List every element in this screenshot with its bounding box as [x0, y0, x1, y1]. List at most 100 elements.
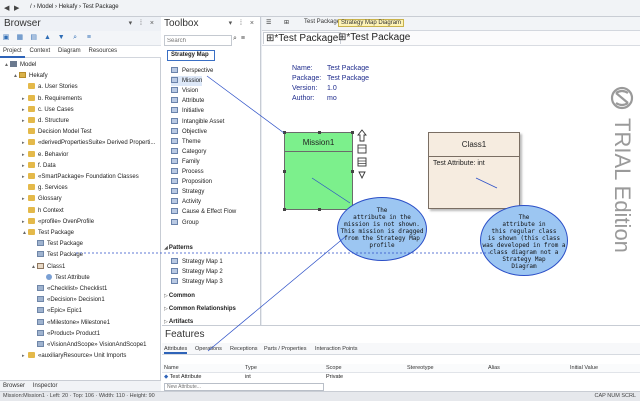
tree-item[interactable]: ▸«derivedPropertiesSuite» Derived Proper… [22, 138, 155, 148]
column-scope[interactable]: Scope [326, 365, 342, 371]
expand-toggle-icon[interactable]: ▲ [4, 62, 9, 68]
section-common[interactable]: ▷Common [164, 293, 195, 299]
resize-handle[interactable] [351, 170, 354, 173]
column-alias[interactable]: Alias [488, 365, 500, 371]
expand-toggle-icon[interactable]: ▸ [22, 174, 25, 180]
section-artifacts[interactable]: ▷Artifacts [164, 319, 194, 325]
tab-resources[interactable]: Resources [88, 48, 118, 54]
diagram-canvas[interactable]: Name:Test Package Package:Test Package V… [262, 46, 640, 325]
tree-item[interactable]: ▸«auxiliaryResource» Unit Imports [22, 351, 126, 361]
back-icon[interactable]: ◀ [4, 5, 10, 12]
expand-toggle-icon[interactable]: ▸ [22, 218, 25, 225]
column-name[interactable]: Name [164, 365, 179, 371]
tree-item[interactable]: ▲Class1 [31, 262, 65, 272]
tree-item[interactable]: ▸«profile» OvenProfile [22, 217, 94, 227]
tree-item[interactable]: Test Package [31, 239, 83, 249]
menu-icon[interactable]: ≡ [86, 34, 91, 41]
section-strategy-map[interactable]: Strategy Map [167, 50, 215, 61]
new-package-icon[interactable]: ▣ [2, 34, 10, 41]
expand-toggle-icon[interactable]: ▲ [22, 230, 27, 236]
tab-interaction-points[interactable]: Interaction Points [315, 346, 358, 352]
tree-item[interactable]: «Checklist» Checklist1 [31, 284, 107, 294]
tree-item[interactable]: g. Services [22, 183, 68, 193]
expand-toggle-icon[interactable]: ▸ [22, 95, 25, 102]
breadcrumb-item[interactable]: Hekafy [58, 4, 78, 10]
pattern-item[interactable]: Strategy Map 1 [171, 257, 223, 267]
tree-item[interactable]: ▸b. Requirements [22, 94, 82, 104]
tree-item[interactable]: ▲Test Package [22, 228, 74, 238]
toolbox-item[interactable]: Family [171, 157, 200, 167]
toolbox-item[interactable]: Perspective [171, 66, 213, 76]
toolbox-item[interactable]: Initiative [171, 106, 204, 116]
tree-item[interactable]: ▸d. Structure [22, 116, 69, 126]
tab-attributes[interactable]: Attributes [164, 346, 188, 354]
toolbox-item[interactable]: Theme [171, 137, 201, 147]
column-initial-value[interactable]: Initial Value [570, 365, 599, 371]
tab-diagram[interactable]: Diagram [58, 48, 81, 54]
class-attribute[interactable]: Test Attribute: int [433, 160, 485, 167]
tree-item[interactable]: Test Attribute [40, 273, 90, 283]
tab-test-package-1[interactable]: ⊞*Test Package [263, 32, 342, 44]
breadcrumb-item[interactable]: Test Package [82, 4, 119, 10]
toolbox-item[interactable]: Attribute [171, 96, 204, 106]
tab-project[interactable]: Project [0, 46, 25, 58]
tree-item[interactable]: ▸e. Behavior [22, 150, 68, 160]
tree-item[interactable]: ▲Hekafy [13, 71, 48, 81]
expand-toggle-icon[interactable]: ▸ [22, 118, 25, 124]
tab-operations[interactable]: Operations [195, 346, 222, 352]
quick-linker-icons[interactable] [356, 128, 368, 190]
column-type[interactable]: Type [245, 365, 257, 371]
tree-item[interactable]: ▸Glossary [22, 194, 62, 204]
tab-test-package-2[interactable]: ⊞*Test Package [338, 32, 410, 43]
tree-item[interactable]: ▸c. Use Cases [22, 105, 74, 115]
toolbox-item[interactable]: Intangible Asset [171, 117, 224, 127]
tree-item[interactable]: Test Package [31, 250, 83, 260]
tree-item[interactable]: ▸«SmartPackage» Foundation Classes [22, 172, 139, 182]
toolbox-item[interactable]: Category [171, 147, 206, 157]
menu-icon[interactable]: ≡ [240, 35, 250, 42]
expand-toggle-icon[interactable]: ▸ [22, 151, 25, 158]
class-element[interactable]: Class1 Test Attribute: int [428, 132, 520, 209]
section-common-relationships[interactable]: ▷Common Relationships [164, 306, 236, 312]
list-icon[interactable]: ☰ [266, 20, 272, 26]
tree-item[interactable]: «VisionAndScope» VisionAndScope1 [31, 340, 147, 350]
toolbox-item[interactable]: Activity [171, 197, 201, 207]
toolbox-item[interactable]: Objective [171, 127, 207, 137]
forward-icon[interactable]: ▶ [14, 5, 20, 12]
toolbox-item[interactable]: Strategy [171, 187, 204, 197]
toolbox-item[interactable]: Vision [171, 86, 198, 96]
expand-toggle-icon[interactable]: ▸ [22, 106, 25, 113]
new-element-icon[interactable]: ▤ [30, 34, 37, 41]
mission-element[interactable]: Mission1 [283, 131, 354, 211]
expand-toggle-icon[interactable]: ▲ [13, 73, 18, 80]
move-down-icon[interactable]: ▼ [57, 34, 65, 41]
breadcrumb-item[interactable]: / [30, 4, 32, 10]
expand-toggle-icon[interactable]: ▲ [31, 263, 36, 270]
toolbox-item[interactable]: Mission [171, 76, 203, 87]
breadcrumb-item[interactable]: Model [37, 4, 54, 10]
resize-handle[interactable] [318, 208, 321, 211]
tree-item[interactable]: «Milestone» Milestone1 [31, 318, 110, 328]
search-icon[interactable]: ⌕ [233, 35, 241, 42]
toolbox-item[interactable]: Cause & Effect Flow [171, 207, 236, 217]
toolbox-search-input[interactable] [164, 35, 232, 46]
resize-handle[interactable] [283, 208, 286, 211]
search-icon[interactable]: ⌕ [73, 34, 78, 41]
tab-context[interactable]: Context [29, 48, 51, 54]
tab-parts-properties[interactable]: Parts / Properties [264, 346, 307, 352]
tree-item[interactable]: «Product» Product1 [31, 329, 100, 339]
panel-controls[interactable]: ▾ ⁞ × [128, 20, 157, 27]
resize-handle[interactable] [283, 131, 286, 134]
tree-item[interactable]: «Decision» Decision1 [31, 295, 105, 305]
tab-receptions[interactable]: Receptions [230, 346, 258, 352]
expand-toggle-icon[interactable]: ▸ [22, 162, 25, 169]
toolbox-item[interactable]: Process [171, 167, 204, 177]
expand-toggle-icon[interactable]: ▸ [22, 353, 25, 360]
section-patterns[interactable]: ◢Patterns [164, 245, 193, 251]
table-row[interactable]: ◆ Test Attribute int Private [162, 373, 640, 382]
toolbox-item[interactable]: Proposition [171, 177, 212, 187]
panel-controls[interactable]: ▾ ⁞ × [228, 20, 257, 27]
column-stereotype[interactable]: Stereotype [407, 365, 434, 371]
